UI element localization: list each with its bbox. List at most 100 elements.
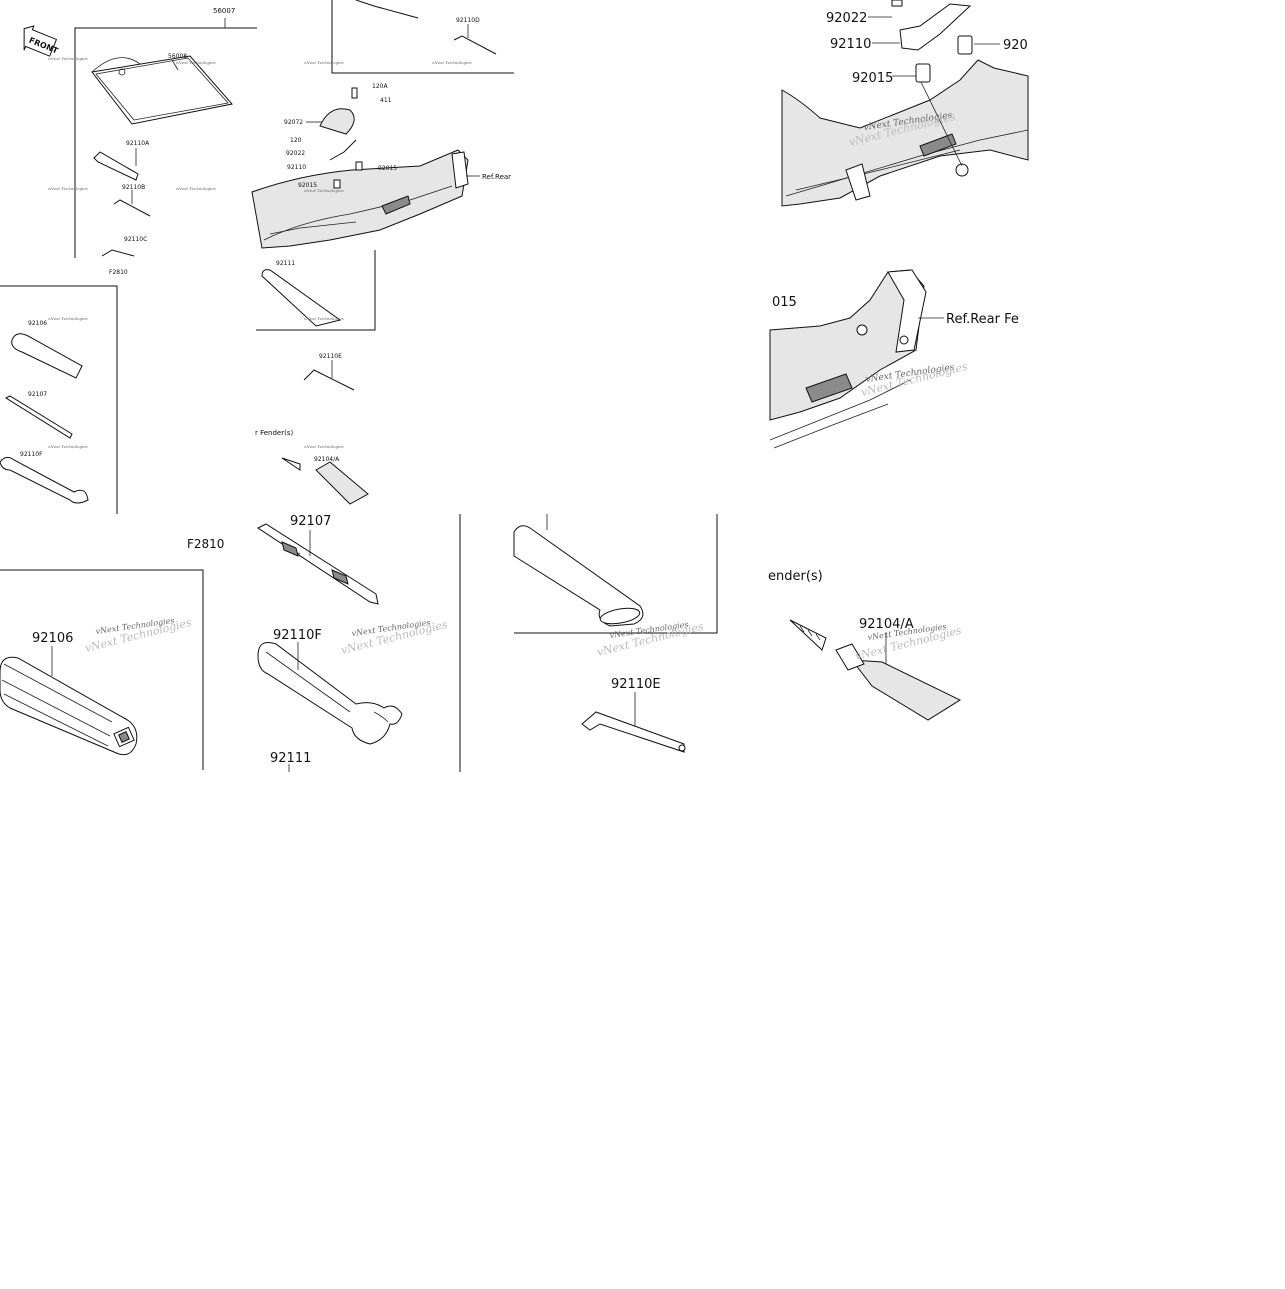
label-fender-zoom: ender(s) <box>768 569 823 584</box>
washer-92022-zoom <box>891 0 903 7</box>
label-120a: 120A <box>372 83 388 90</box>
bolt-zoom <box>856 324 868 336</box>
label-92104a-small: 92104/A <box>314 456 340 463</box>
screwdriver-92107-small <box>4 395 73 439</box>
zoom-panel-middle-right: Ref.Rear Fe 015 vNext Technologies vNext… <box>769 269 1019 449</box>
bracket-dark-zoom <box>919 133 957 157</box>
label-92110a: 92110A <box>126 140 150 147</box>
watermark-small: vNext Technologies <box>304 316 344 321</box>
tool-92111 <box>261 269 342 327</box>
zoom-box-frame-mid <box>514 514 718 634</box>
label-92015-a: 92015 <box>378 165 397 172</box>
label-ref-rear-zoom: Ref.Rear Fe <box>946 312 1019 327</box>
label-92110f-small: 92110F <box>20 451 43 458</box>
label-92107-small: 92107 <box>28 391 47 398</box>
label-f2810-small: F2810 <box>109 269 128 276</box>
rear-fender-zoom <box>769 269 925 421</box>
bolt-120a <box>351 87 358 99</box>
hex-key-92110b <box>113 199 151 217</box>
label-92015-zoom: 92015 <box>852 71 893 86</box>
label-120: 120 <box>290 137 302 144</box>
watermark-small: vNext Technologies <box>304 188 344 193</box>
label-fender-small: r Fender(s) <box>255 429 293 437</box>
watermark-small: vNext Technologies <box>176 186 216 191</box>
label-92111-small: 92111 <box>276 260 295 267</box>
watermark-small: vNext Technologies <box>48 56 88 61</box>
zoom-panel-lower-left: F2810 92106 92107 92110F <box>0 514 461 772</box>
label-92110e-small: 92110E <box>319 353 342 360</box>
left-box-frame <box>0 285 118 514</box>
tube-92104a <box>835 643 962 721</box>
label-92022: 92022 <box>286 150 305 157</box>
watermark-small: vNext Technologies <box>304 60 344 65</box>
hex-key-92110a <box>93 151 139 181</box>
label-411: 411 <box>380 97 392 104</box>
label-92110-zoom: 92110 <box>830 37 871 52</box>
dark-part-zoom <box>805 373 853 403</box>
label-f2810-zoom: F2810 <box>187 537 224 551</box>
hex-key-92110d <box>453 35 497 55</box>
zoom-box-frame <box>0 569 204 770</box>
leader-56008 <box>171 59 179 71</box>
upper-box-frame <box>331 0 514 74</box>
overview-panel: 56007 FRONT 56008 92110A 92110B 92110C F… <box>0 0 514 514</box>
label-92111: 92111 <box>270 751 311 766</box>
rear-fender-assembly <box>251 149 469 249</box>
valve-core-small <box>281 457 301 471</box>
collar-92015-zoom <box>915 63 931 83</box>
label-92110b: 92110B <box>122 184 145 191</box>
hex-key-92110e <box>581 711 685 753</box>
zoom-panel-upper-right: 92022 92110 920 92015 vNext Technologies… <box>781 0 1029 207</box>
hex-key-92110c <box>101 249 135 257</box>
label-92015-b: 92015 <box>298 182 317 189</box>
label-015-zoom: 015 <box>772 295 797 310</box>
valve-core-tool <box>789 619 827 651</box>
tool-92111-zoom <box>513 525 644 627</box>
zoom-panel-lower-mid: vNext Technologies vNext Technologies 92… <box>513 514 718 753</box>
label-56007: 56007 <box>213 7 235 15</box>
label-92106-small: 92106 <box>28 320 47 327</box>
bracket-92110-zoom <box>899 3 972 51</box>
label-92104a: 92104/A <box>859 617 914 632</box>
label-92022-zoom: 92022 <box>826 11 867 26</box>
label-ref-rear: Ref.Rear <box>482 173 511 181</box>
label-56008: 56008 <box>168 53 187 60</box>
watermark-small: vNext Technologies <box>48 186 88 191</box>
watermark-small: vNext Technologies <box>176 60 216 65</box>
collar-92015-b <box>333 179 341 189</box>
screwdriver-92107 <box>257 523 379 605</box>
driver-handle-92106-small <box>11 333 83 379</box>
tool-92111-end <box>599 607 641 625</box>
watermark-small: vNext Technologies <box>48 316 88 321</box>
label-92110c: 92110C <box>124 236 147 243</box>
wrench-92110f <box>257 642 403 745</box>
watermark-small: vNext Technologies <box>48 444 88 449</box>
label-92106: 92106 <box>32 631 73 646</box>
label-92110f: 92110F <box>273 628 322 643</box>
kit-frame <box>74 27 257 258</box>
label-92107: 92107 <box>290 514 331 529</box>
hex-key-upper <box>355 0 419 19</box>
watermark-small: vNext Technologies <box>432 60 472 65</box>
lower-box-frame <box>256 250 376 331</box>
label-92110d: 92110D <box>456 17 480 24</box>
collar-92015 <box>355 161 363 171</box>
wrench-92110f-small <box>0 456 89 504</box>
front-arrow-icon: FRONT <box>23 25 60 57</box>
label-92110e: 92110E <box>611 677 661 692</box>
assembly-line <box>919 79 963 167</box>
hex-key-ball-end <box>678 744 686 752</box>
fender-bracket-zoom <box>887 269 927 353</box>
collar-920-zoom <box>957 35 973 55</box>
tube-92104a-small <box>315 461 369 505</box>
bracket-92110 <box>329 139 357 161</box>
bolt-zoom-2 <box>899 335 909 345</box>
zoom-panel-lower-right: ender(s) 92104/A vNext Technologies vNex… <box>768 569 963 721</box>
watermark-small: vNext Technologies <box>304 444 344 449</box>
hex-key-92110e-small <box>303 369 355 391</box>
label-920-zoom: 920 <box>1003 38 1028 53</box>
bolt-hole-zoom <box>955 163 969 177</box>
label-92110: 92110 <box>287 164 306 171</box>
